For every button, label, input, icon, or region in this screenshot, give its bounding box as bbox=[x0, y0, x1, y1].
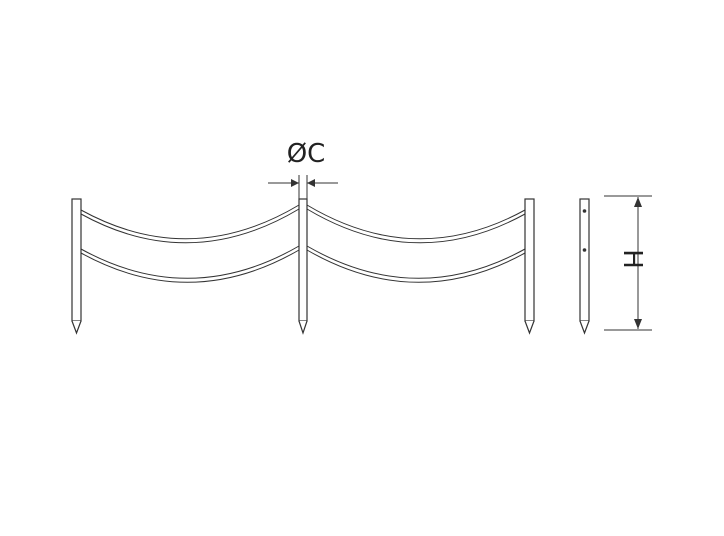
diameter-dimension bbox=[268, 175, 338, 199]
rope-right-bottom-outer bbox=[306, 245, 526, 279]
diameter-label: ØC bbox=[287, 139, 326, 169]
rope-right-span bbox=[306, 204, 526, 283]
rope-left-span bbox=[80, 204, 300, 283]
post-right bbox=[524, 198, 535, 335]
height-dimension bbox=[604, 195, 652, 331]
rope-left-bottom-inner bbox=[80, 249, 300, 283]
height-label: H bbox=[617, 249, 647, 269]
post-left bbox=[71, 198, 82, 335]
rope-right-top-inner bbox=[306, 208, 526, 244]
post-side-hole-bottom bbox=[582, 248, 587, 252]
rope-left-top-outer bbox=[80, 204, 300, 240]
rope-right-bottom-inner bbox=[306, 249, 526, 283]
rope-left-bottom-outer bbox=[80, 245, 300, 279]
post-side-hole-top bbox=[582, 209, 587, 213]
post-side-view bbox=[579, 198, 590, 335]
post-middle bbox=[298, 198, 308, 335]
rope-right-top-outer bbox=[306, 204, 526, 240]
rope-left-top-inner bbox=[80, 208, 300, 244]
